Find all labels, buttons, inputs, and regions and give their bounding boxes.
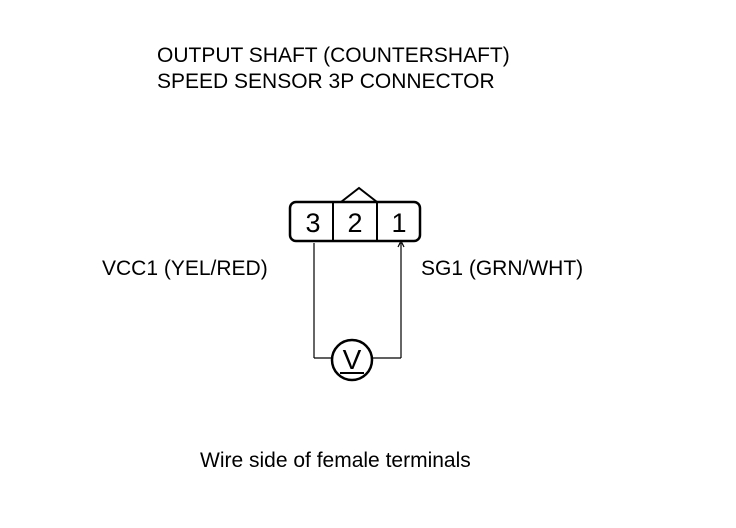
- pin-2-label: 2: [347, 208, 362, 238]
- voltmeter: V: [330, 338, 374, 382]
- pin-3-label: 3: [305, 208, 320, 238]
- probe-wires: [313, 239, 405, 359]
- wire-label-vcc1: VCC1 (YEL/RED): [102, 257, 268, 280]
- wire-label-sg1: SG1 (GRN/WHT): [421, 257, 584, 280]
- connector-housing: [288, 200, 422, 243]
- diagram-title-line-2: SPEED SENSOR 3P CONNECTOR: [157, 70, 495, 93]
- connector-3p: 3 2 1: [288, 186, 422, 243]
- connector-lock-tab: [340, 186, 378, 203]
- diagram-caption: Wire side of female terminals: [200, 449, 471, 472]
- probe-tip: [397, 239, 405, 248]
- voltmeter-symbol: V: [343, 344, 362, 375]
- diagram-title-line-1: OUTPUT SHAFT (COUNTERSHAFT): [157, 44, 510, 67]
- pin-1-label: 1: [391, 208, 406, 238]
- voltmeter-icon: [330, 338, 374, 382]
